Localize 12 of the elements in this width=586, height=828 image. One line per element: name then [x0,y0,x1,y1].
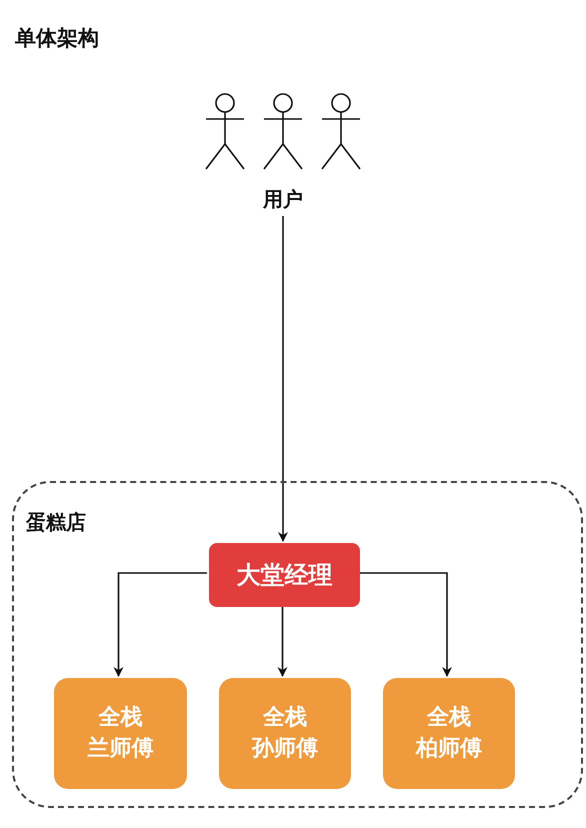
arrow [278,605,288,677]
staff-box: 全栈 柏师傅 [383,678,515,789]
group-label: 蛋糕店 [26,509,86,536]
manager-box: 大堂经理 [209,543,360,607]
user-label: 用户 [262,186,304,213]
staff-box: 全栈 兰师傅 [54,678,187,789]
staff-box: 全栈 孙师傅 [219,678,351,789]
arrow [114,572,207,677]
title: 单体架构 [15,25,99,52]
arrow [278,216,288,542]
arrow [358,572,452,677]
group-frame [12,481,583,808]
